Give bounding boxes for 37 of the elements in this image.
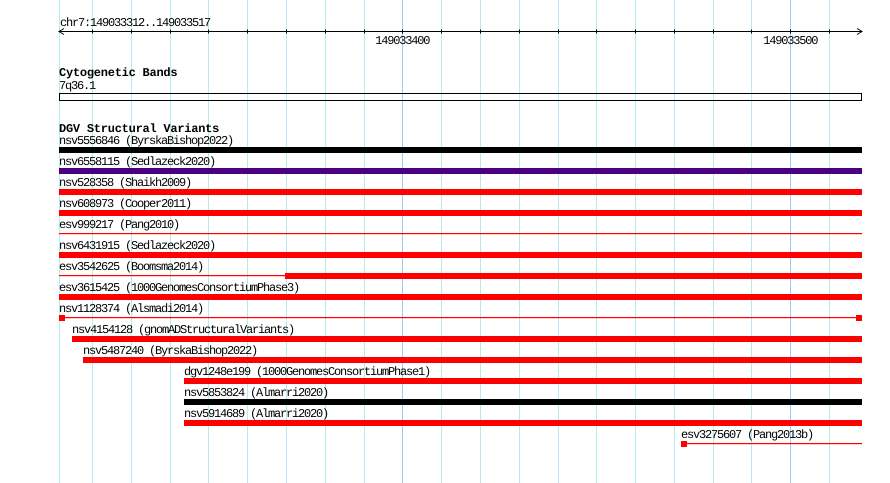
variant-feature (59, 261, 862, 279)
feature-label: 7q36.1 (59, 80, 96, 92)
feature-label: nsv5914689 (Almarri2020) (184, 408, 328, 420)
feature-label: nsv4154128 (gnomADStructuralVariants) (72, 324, 294, 336)
variant-feature (59, 303, 862, 321)
variant-feature (681, 429, 862, 447)
feature-label: nsv5853824 (Almarri2020) (184, 387, 328, 399)
feature-label: nsv608973 (Cooper2011) (59, 198, 192, 210)
feature-label: nsv528358 (Shaikh2009) (59, 177, 192, 189)
track-title: DGV Structural Variants (59, 123, 220, 136)
track-title: Cytogenetic Bands (59, 67, 178, 80)
variant-feature (59, 135, 862, 153)
variant-feature (59, 156, 862, 174)
variant-feature (59, 282, 862, 300)
feature-label: nsv6558115 (Sedlazeck2020) (59, 156, 216, 168)
feature-label: nsv6431915 (Sedlazeck2020) (59, 240, 216, 252)
tick-label: 149033500 (763, 35, 818, 47)
feature-label: esv3542625 (Boomsma2014) (59, 261, 204, 273)
variant-feature (72, 324, 862, 342)
feature-label: nsv5556846 (ByrskaBishop2022) (59, 135, 234, 147)
feature-label: esv3615425 (1000GenomesConsortiumPhase3) (59, 282, 300, 294)
variant-feature (59, 219, 862, 237)
location-label: chr7:149033312..149033517 (60, 17, 210, 29)
variant-feature (184, 387, 862, 405)
tick-label: 149033400 (375, 35, 430, 47)
cytoband-feature (59, 80, 862, 101)
variant-feature (83, 345, 862, 363)
feature-label: nsv5487240 (ByrskaBishop2022) (83, 345, 258, 357)
variant-feature (59, 177, 862, 195)
feature-label: dgv1248e199 (1000GenomesConsortiumPhase1) (184, 366, 430, 378)
variant-feature (59, 198, 862, 216)
variant-feature (59, 240, 862, 258)
variant-feature (184, 408, 862, 426)
variant-feature (184, 366, 862, 384)
feature-label: nsv1128374 (Alsmadi2014) (59, 303, 204, 315)
feature-label: esv3275607 (Pang2013b) (681, 429, 814, 441)
feature-label: esv999217 (Pang2010) (59, 219, 180, 231)
